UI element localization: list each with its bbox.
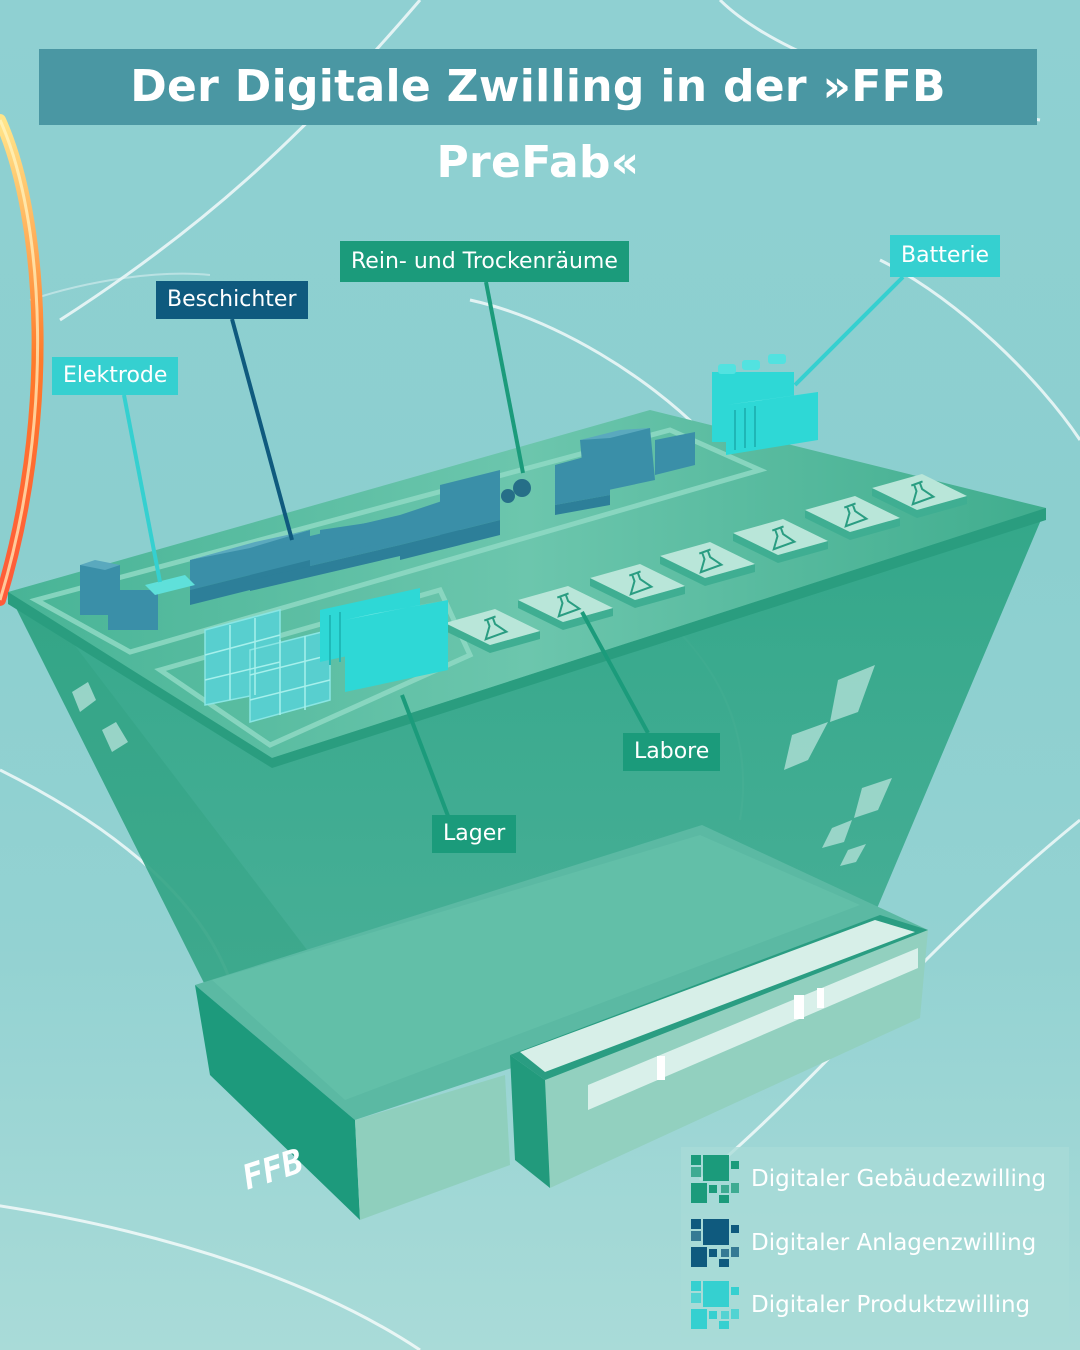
lab-tile bbox=[733, 519, 828, 555]
lab-tile bbox=[872, 474, 967, 510]
lab-tile bbox=[590, 564, 685, 600]
legend-icon-cell bbox=[719, 1321, 729, 1329]
lab-tile-side bbox=[805, 510, 900, 540]
building-twin-icon bbox=[691, 1155, 739, 1203]
flask-icon bbox=[698, 548, 724, 574]
legend-icon-cell bbox=[691, 1247, 707, 1267]
legend-icon-cell bbox=[731, 1287, 739, 1295]
flask-icon bbox=[910, 480, 936, 506]
lab-tile-side bbox=[590, 578, 685, 608]
product-twin-icon bbox=[691, 1281, 739, 1329]
legend-icon-cell bbox=[709, 1249, 717, 1257]
flask-icon bbox=[628, 570, 654, 596]
legend-icon-cell bbox=[731, 1161, 739, 1169]
ffb-building-logo: FFB bbox=[241, 1141, 305, 1200]
legend-icon-cell bbox=[731, 1183, 739, 1193]
battery-modules bbox=[712, 354, 818, 455]
legend-icon-cell bbox=[709, 1311, 717, 1319]
lab-tile-side bbox=[445, 623, 540, 653]
legend-label: Digitaler Produktzwilling bbox=[751, 1292, 1031, 1318]
legend-icon-cell bbox=[703, 1155, 729, 1181]
legend-icon-cell bbox=[703, 1281, 729, 1307]
lab-tile-side bbox=[872, 488, 967, 518]
storage-racks bbox=[204, 588, 448, 723]
legend-label: Digitaler Anlagenzwilling bbox=[751, 1230, 1037, 1256]
legend-icon-cell bbox=[691, 1231, 701, 1241]
legend-icon-cell bbox=[691, 1219, 701, 1229]
legend-icon-cell bbox=[731, 1225, 739, 1233]
lab-tile-side bbox=[660, 556, 755, 586]
legend-icon-cell bbox=[719, 1259, 729, 1267]
page-title: Der Digitale Zwilling in der »FFB PreFab… bbox=[39, 49, 1037, 188]
label-elektrode: Elektrode bbox=[52, 357, 179, 395]
lab-tile bbox=[805, 496, 900, 532]
label-beschichter: Beschichter bbox=[156, 281, 308, 319]
legend-icon-cell bbox=[709, 1185, 717, 1193]
label-rein-trockenraeume: Rein- und Trockenräume bbox=[340, 241, 629, 282]
leader-lines bbox=[122, 275, 905, 817]
flask-icon bbox=[843, 502, 869, 528]
legend-icon-cell bbox=[691, 1281, 701, 1291]
physical-building: FFB bbox=[195, 825, 928, 1220]
flask-icon bbox=[771, 525, 797, 551]
legend-icon-cell bbox=[691, 1309, 707, 1329]
legend-icon-cell bbox=[731, 1309, 739, 1319]
label-batterie: Batterie bbox=[890, 235, 1001, 277]
legend-icon-cell bbox=[721, 1185, 729, 1193]
lab-tile-side bbox=[733, 533, 828, 563]
legend-icon-cell bbox=[721, 1311, 729, 1319]
legend-icon-cell bbox=[731, 1247, 739, 1257]
legend-icon-cell bbox=[691, 1183, 707, 1203]
lab-tile bbox=[518, 586, 613, 622]
legend-icon-cell bbox=[691, 1293, 701, 1303]
label-labore: Labore bbox=[623, 733, 721, 771]
legend-icon-cell bbox=[721, 1249, 729, 1257]
flask-icon bbox=[556, 592, 582, 618]
legend-label: Digitaler Gebäudezwilling bbox=[751, 1166, 1047, 1192]
lab-tile bbox=[660, 542, 755, 578]
production-line bbox=[80, 428, 695, 630]
legend-icon-cell bbox=[719, 1195, 729, 1203]
legend-icon-cell bbox=[703, 1219, 729, 1245]
flask-icon bbox=[483, 615, 509, 641]
lab-tile bbox=[445, 609, 540, 645]
legend-icon-cell bbox=[691, 1155, 701, 1165]
legend: Digitaler Gebäudezwilling Digitaler Anla… bbox=[681, 1147, 1069, 1337]
label-lager: Lager bbox=[432, 815, 517, 853]
plant-twin-icon bbox=[691, 1219, 739, 1267]
legend-icon-cell bbox=[691, 1167, 701, 1177]
